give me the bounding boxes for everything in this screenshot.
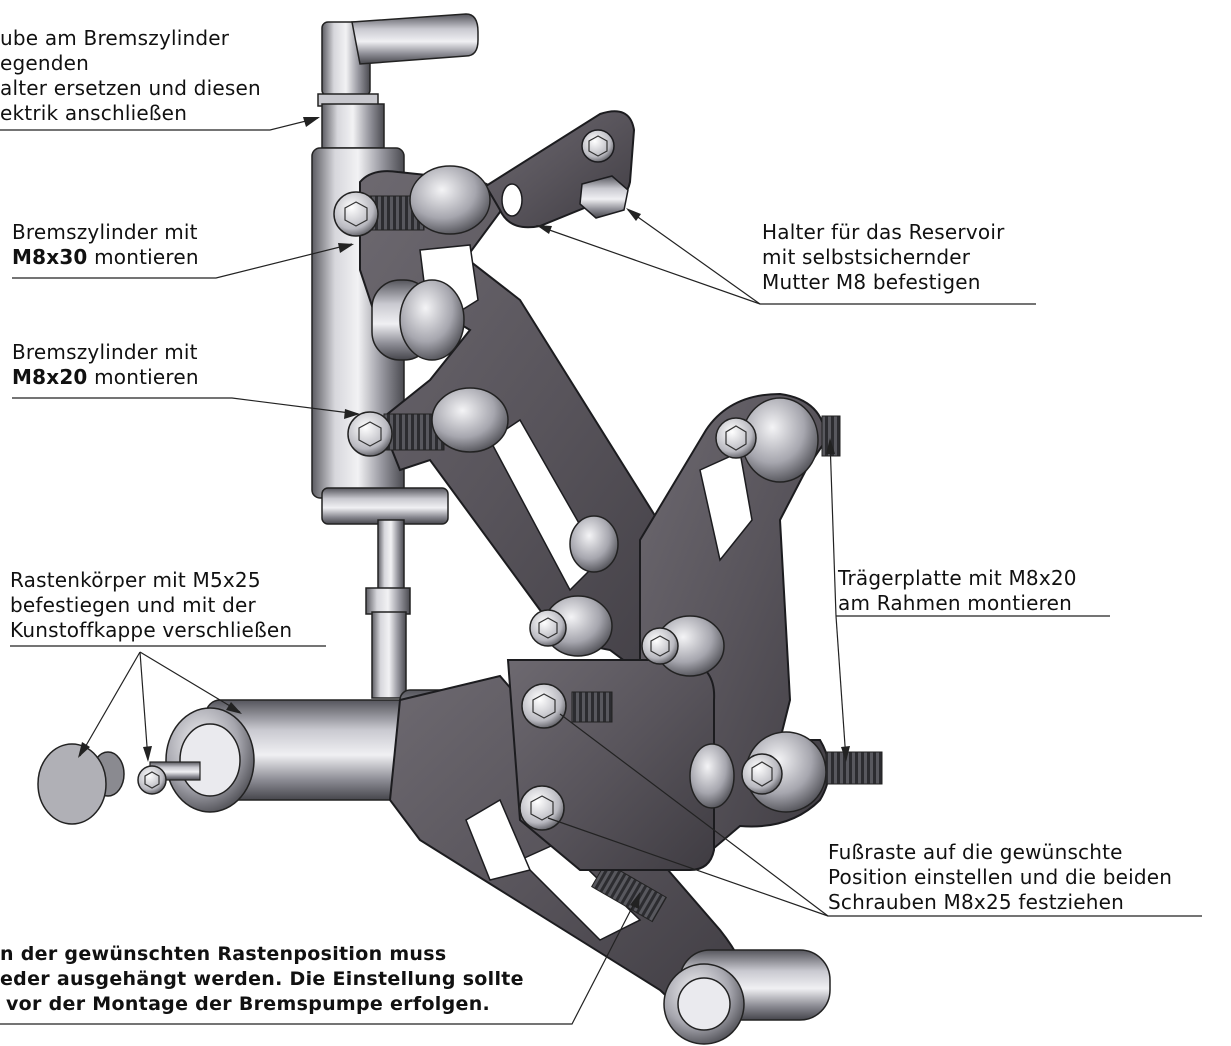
bottom-note: n der gewünschten Rastenposition muss ed… <box>0 943 524 1015</box>
arrow-m8x20 <box>344 409 360 419</box>
arrow-reservoir-b <box>626 208 641 221</box>
arrow-carrier-up <box>826 438 835 454</box>
bracket-bolts <box>333 165 725 677</box>
arrow-m8x30 <box>338 243 354 253</box>
spacer-cylinder <box>371 279 465 361</box>
leader-peg-bolt <box>139 651 149 761</box>
arrow-peg-bolt <box>143 746 152 762</box>
adjuster-block <box>506 659 735 871</box>
leader-carrier-up <box>829 439 837 617</box>
label-carrier-plate: Trägerplatte mit M8x20 am Rahmen montier… <box>838 566 1077 615</box>
label-reservoir: Halter für das Reservoir mit selbstsiche… <box>762 220 1005 294</box>
label-brake-m8x30: Bremszylinder mit M8x30 montieren <box>12 220 199 269</box>
leader-top-left <box>0 117 319 131</box>
arrow-peg-cap <box>78 742 90 758</box>
leader-peg-main <box>139 651 241 713</box>
arrow-peg-main <box>226 702 242 714</box>
arrow-top-left <box>303 117 320 127</box>
arrow-carrier-down <box>841 746 850 762</box>
leader-reservoir-b <box>627 209 761 305</box>
leader-m8x20 <box>12 397 359 415</box>
label-footrest: Fußraste auf die gewünschte Position ein… <box>828 840 1173 914</box>
label-peg-body: Rastenkörper mit M5x25 befestiegen und m… <box>10 568 293 642</box>
arrow-reservoir-a <box>536 225 552 234</box>
arrow-heads <box>78 117 850 909</box>
leader-carrier-down <box>835 615 847 761</box>
arrow-bottom-note <box>630 892 640 909</box>
leader-peg-cap <box>79 651 141 757</box>
label-top-left: ube am Bremszylinder egenden alter erset… <box>0 26 261 125</box>
leader-bottom-note <box>0 895 639 1025</box>
leader-lines <box>0 117 1202 1025</box>
leader-m8x30 <box>12 243 353 279</box>
label-brake-m8x20: Bremszylinder mit M8x20 montieren <box>12 340 199 389</box>
leader-footrest-b <box>547 817 829 917</box>
